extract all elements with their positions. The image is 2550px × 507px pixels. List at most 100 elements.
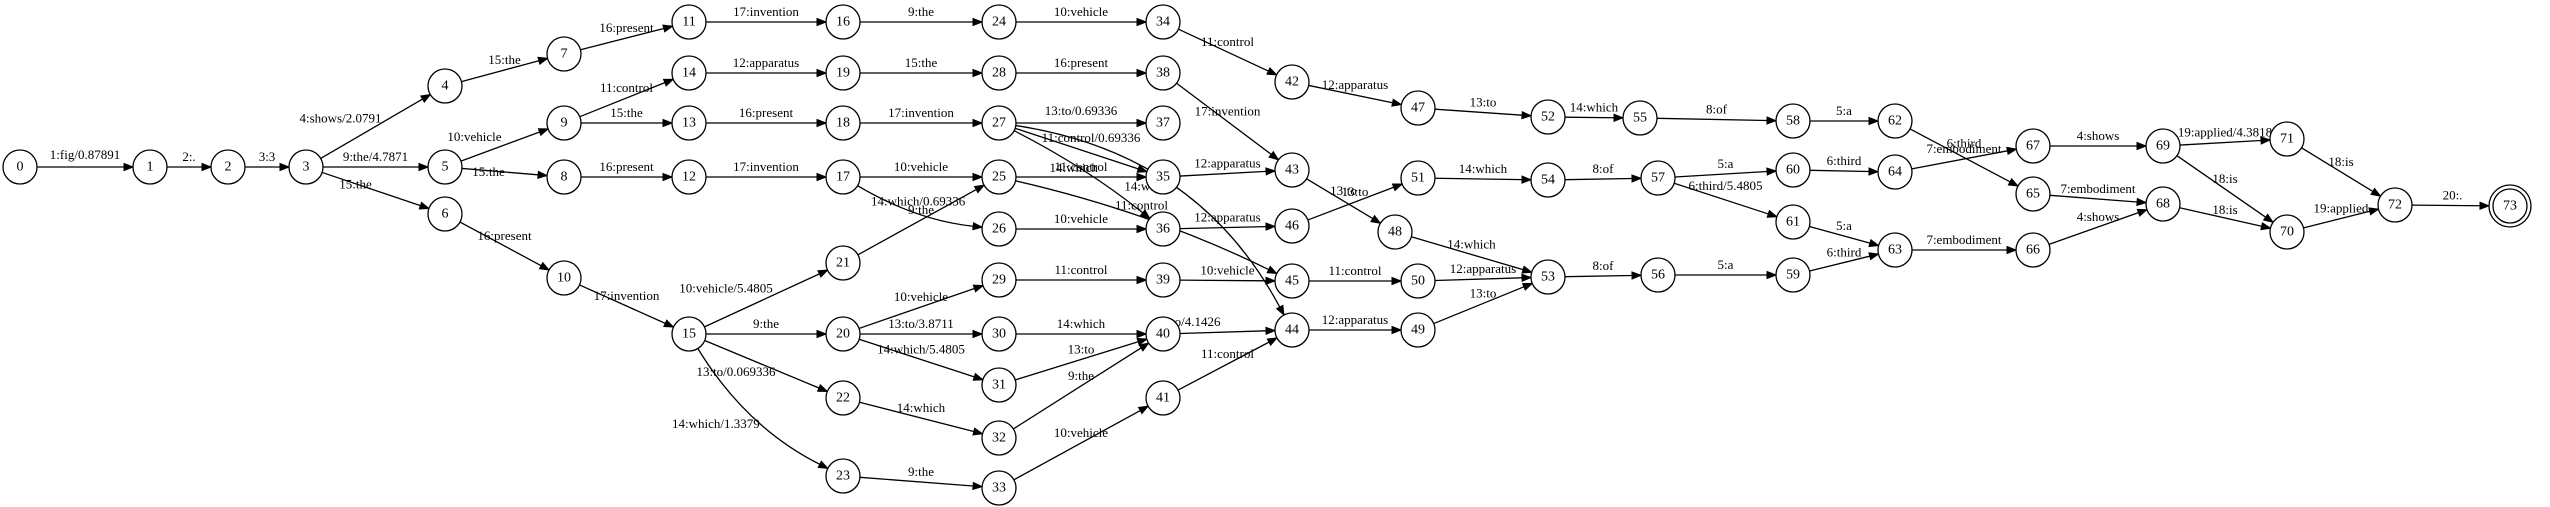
edge-line (857, 188, 977, 256)
edge-label: 13:to (1068, 342, 1095, 357)
node-circle (2015, 232, 2051, 268)
node-circle (981, 55, 1017, 91)
arrowhead-icon (1265, 326, 1277, 336)
edge-36-46: 12:apparatus (1179, 210, 1277, 231)
node-39: 39 (1145, 262, 1181, 298)
node-label: 28 (992, 66, 1006, 81)
arrowhead-icon (2370, 187, 2382, 197)
node-label: 32 (992, 431, 1006, 446)
node-16: 16 (825, 4, 861, 40)
edge-label: 17:invention (888, 105, 954, 120)
node-2: 2 (210, 149, 246, 185)
edge-62-65: 6:third (1909, 128, 2020, 187)
node-circle (2145, 186, 2181, 222)
node-label: 50 (1411, 274, 1425, 289)
node-circle (1877, 103, 1913, 139)
arrowhead-icon (662, 118, 674, 128)
node-55: 55 (1622, 100, 1658, 136)
node-label: 62 (1888, 114, 1902, 129)
node-label: 52 (1541, 110, 1555, 125)
node-circle (1400, 90, 1436, 126)
arrowhead-icon (1136, 17, 1148, 27)
node-circle (1775, 152, 1811, 188)
node-64: 64 (1877, 154, 1913, 190)
node-circle (981, 211, 1017, 247)
node-circle (981, 105, 1017, 141)
edge-label: 10:vehicle (1054, 4, 1108, 19)
edge-27-36: 14:which (1013, 130, 1151, 220)
edge-line (859, 476, 974, 487)
node-label: 58 (1786, 114, 1800, 129)
edge-20-31: 14:which/5.4805 (858, 338, 985, 381)
arrowhead-icon (816, 383, 829, 393)
node-9: 9 (546, 105, 582, 141)
node-40: 40 (1145, 316, 1181, 352)
edge-line (1564, 177, 1633, 181)
node-label: 25 (992, 170, 1006, 185)
arrowhead-icon (1766, 270, 1778, 280)
node-label: 60 (1786, 163, 1800, 178)
edge-label: 6:third (1827, 153, 1862, 168)
node-7: 7 (546, 36, 582, 72)
arrowhead-icon (1136, 224, 1148, 234)
node-65: 65 (2015, 176, 2051, 212)
edge-label: 10:vehicle (1054, 425, 1108, 440)
edge-label: 12:apparatus (1194, 156, 1260, 171)
edge-label: 14:which (1459, 161, 1508, 176)
node-circle (1775, 204, 1811, 240)
node-circle (1274, 152, 1310, 188)
edge-label: 12:apparatus (1322, 77, 1388, 92)
edge-line (2049, 194, 2138, 203)
edge-label: 11:control (1115, 198, 1168, 213)
node-45: 45 (1274, 263, 1310, 299)
edge-label: 4:shows/2.0791 (300, 111, 382, 126)
arrowhead-icon (537, 170, 549, 179)
edge-line (461, 60, 540, 83)
node-circle (825, 55, 861, 91)
node-61: 61 (1775, 204, 1811, 240)
node-circle (1145, 211, 1181, 247)
edge-line (1306, 178, 1374, 220)
edge-3-5: 9:the/4.7871 (323, 149, 430, 172)
edge-line (1411, 236, 1524, 271)
node-circle (546, 159, 582, 195)
edge-50-53: 12:apparatus (1434, 261, 1533, 283)
edge-label: 10:vehicle (894, 159, 948, 174)
node-circle (1400, 160, 1436, 196)
node-label: 31 (992, 378, 1006, 393)
edge-70-72: 19:applied (2303, 201, 2380, 229)
node-label: 19 (836, 66, 850, 81)
node-label: 34 (1156, 15, 1170, 30)
edge-line (1809, 169, 1870, 173)
node-circle (1145, 159, 1181, 195)
node-circle (1274, 263, 1310, 299)
edge-line (704, 339, 820, 389)
edge-label: 8:of (1706, 102, 1728, 117)
edge-line (1014, 127, 1139, 170)
node-29: 29 (981, 262, 1017, 298)
node-53: 53 (1530, 259, 1566, 295)
arrowhead-icon (1136, 337, 1149, 346)
arrowhead-icon (1136, 275, 1148, 285)
node-label: 48 (1388, 225, 1402, 240)
node-circle (981, 159, 1017, 195)
node-41: 41 (1145, 380, 1181, 416)
edge-71-72: 18:is (2301, 147, 2382, 197)
edge-3-4: 4:shows/2.0791 (300, 93, 432, 160)
node-circle (671, 4, 707, 40)
edge-label: 1:fig/0.87891 (50, 147, 120, 162)
node-circle (132, 149, 168, 185)
edge-line (580, 27, 664, 51)
edge-line (1013, 130, 1144, 214)
arrowhead-icon (972, 481, 984, 491)
edge-label: 13:to/0.069336 (696, 364, 776, 379)
arrowhead-icon (816, 118, 828, 128)
arrowhead-icon (2136, 141, 2148, 151)
node-51: 51 (1400, 160, 1436, 196)
node-label: 11 (682, 15, 695, 30)
arrowhead-icon (972, 17, 984, 27)
arrowhead-icon (1137, 405, 1150, 415)
node-circle (210, 149, 246, 185)
edge-49-53: 13:to (1433, 282, 1534, 325)
edge-label: 12:apparatus (1322, 312, 1388, 327)
